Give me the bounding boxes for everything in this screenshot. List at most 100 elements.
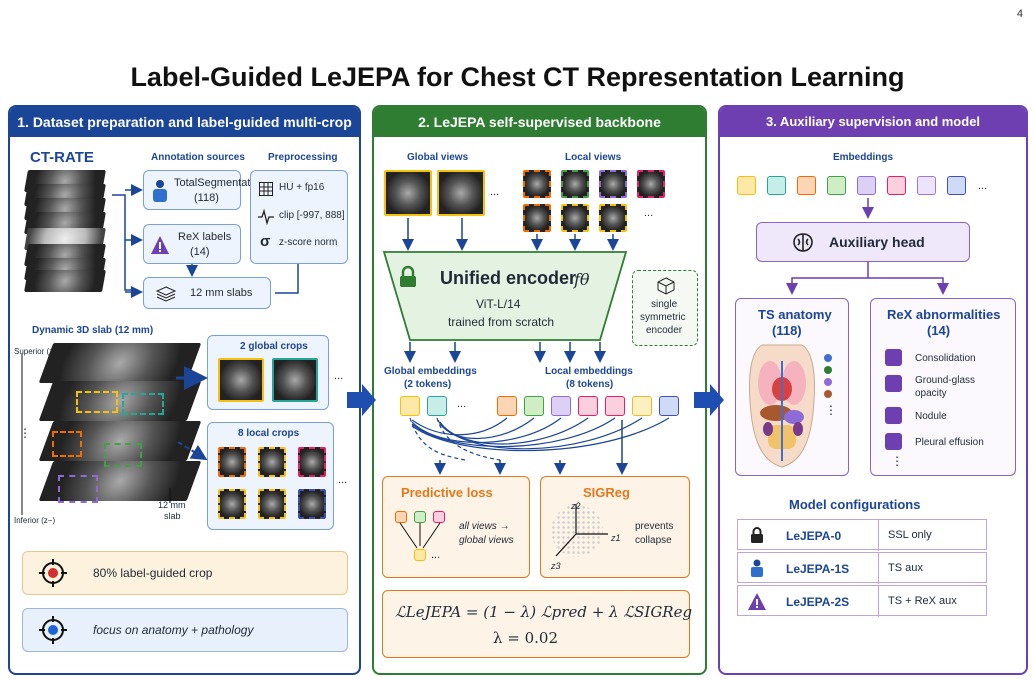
anatomy-dot-1 bbox=[824, 354, 832, 362]
local-views-grid bbox=[523, 170, 673, 232]
layers-icon bbox=[155, 286, 177, 302]
lungs-icon bbox=[885, 349, 902, 366]
loss-formula-box: ℒLeJEPA = (1 − λ) ℒpred + λ ℒSIGReg λ = … bbox=[382, 590, 692, 658]
abn-ground-glass: Ground-glass bbox=[915, 375, 976, 386]
embedding-tokens-row bbox=[400, 396, 690, 418]
figure-title: Label-Guided LeJEPA for Chest CT Represe… bbox=[130, 62, 905, 92]
axis-z3: z3 bbox=[551, 561, 561, 571]
prevents-text: prevents bbox=[635, 521, 674, 532]
crosshair-icon bbox=[39, 559, 67, 587]
note-encoder: encoder bbox=[646, 325, 683, 336]
abn-nodule: Nodule bbox=[915, 411, 947, 422]
slab-length-label: 12 mm bbox=[158, 500, 186, 510]
encoder-title: Unified encoder bbox=[440, 268, 577, 288]
local-embeddings-label: Local embeddings bbox=[545, 366, 633, 377]
config-row-0: LeJEPA-0 SSL only bbox=[737, 519, 987, 551]
panel-3-header: 3. Auxiliary supervision and model confi… bbox=[720, 107, 1026, 159]
guided-crop-orange bbox=[52, 431, 82, 457]
note-symmetric: symmetric bbox=[640, 312, 686, 323]
slabs-label: 12 mm slabs bbox=[190, 287, 253, 299]
abn-vdots: ⋮ bbox=[891, 454, 903, 468]
inferior-label: Inferior (z−) bbox=[14, 516, 56, 525]
rex-labels-box: ReX labels (14) bbox=[143, 224, 241, 264]
rex-abnormalities-box: ReX abnormalities (14) Consolidation Gro… bbox=[870, 298, 1016, 476]
predictive-loss-box: Predictive loss ... all views → global v… bbox=[382, 476, 530, 578]
config-name-0: LeJEPA-0 bbox=[786, 529, 842, 543]
embedding-tokens-panel3 bbox=[737, 176, 977, 196]
person-icon bbox=[153, 180, 167, 202]
anatomy-torso-illustration bbox=[749, 344, 815, 468]
config-row-2: LeJEPA-2S TS + ReX aux bbox=[737, 585, 987, 617]
slab-word-label: slab bbox=[164, 511, 181, 521]
guided-crop-teal bbox=[122, 393, 164, 415]
model-config-table: LeJEPA-0 SSL only LeJEPA-1S TS aux LeJEP… bbox=[737, 519, 989, 617]
global-crops-ellipsis: ... bbox=[334, 370, 344, 382]
panel-lejepa-backbone: 2. LeJEPA self-supervised backbone bbox=[372, 105, 707, 675]
page-number: 4 bbox=[1016, 8, 1023, 20]
lungs-icon bbox=[885, 433, 902, 450]
local-views-label: Local views bbox=[565, 152, 622, 163]
panel-auxiliary-supervision: 3. Auxiliary supervision and model confi… bbox=[718, 105, 1028, 675]
totalsegmentator-label: TotalSegmentator bbox=[174, 177, 261, 189]
panel-1-header: 1. Dataset preparation and label-guided … bbox=[10, 107, 359, 137]
focus-box: focus on anatomy + pathology bbox=[22, 608, 348, 652]
config-desc-2: TS + ReX aux bbox=[888, 595, 957, 607]
lungs-icon bbox=[885, 375, 902, 392]
label-guided-crop-box: 80% label-guided crop bbox=[22, 551, 348, 595]
sigreg-box: SIGReg z2 z1 z3 prevents collapse bbox=[540, 476, 690, 578]
axis-z1: z1 bbox=[611, 533, 621, 543]
crosshair-icon bbox=[39, 616, 67, 644]
config-name-1: LeJEPA-1S bbox=[786, 562, 850, 576]
ts-anatomy-title: TS anatomy bbox=[758, 307, 832, 322]
lambda-value: λ = 0.02 bbox=[493, 629, 559, 647]
config-desc-1: TS aux bbox=[888, 562, 923, 574]
pred-ellipsis: ... bbox=[431, 549, 441, 561]
encoder-symbol: fθ bbox=[574, 270, 590, 289]
ts-anatomy-box: TS anatomy (118) ⋮ bbox=[735, 298, 849, 476]
model-configurations-title: Model configurations bbox=[789, 497, 921, 512]
local-tokens-label: (8 tokens) bbox=[566, 379, 614, 390]
panel-dataset-preparation: 1. Dataset preparation and label-guided … bbox=[8, 105, 361, 675]
dataset-name: CT-RATE bbox=[30, 149, 94, 166]
encoder-training: trained from scratch bbox=[448, 315, 555, 329]
guided-crop-green bbox=[104, 443, 142, 467]
auxiliary-head-box: Auxiliary head bbox=[756, 222, 970, 262]
rex-abnormalities-title: ReX abnormalities bbox=[887, 307, 1001, 322]
sigreg-title: SIGReg bbox=[583, 485, 630, 500]
global-view-2 bbox=[437, 170, 485, 216]
embeddings-label: Embeddings bbox=[833, 152, 894, 163]
to-global-text: global views bbox=[459, 535, 514, 546]
local-crops-ellipsis: ... bbox=[338, 474, 348, 486]
dynamic-slab-label: Dynamic 3D slab (12 mm) bbox=[32, 325, 154, 336]
global-view-1 bbox=[384, 170, 432, 216]
local-views-ellipsis: ... bbox=[644, 207, 654, 219]
grid-icon bbox=[259, 182, 273, 196]
abn-consolidation: Consolidation bbox=[915, 353, 976, 364]
guided-crop-purple bbox=[58, 475, 98, 503]
global-embeddings-label: Global embeddings bbox=[384, 366, 477, 377]
warning-icon bbox=[748, 593, 766, 610]
global-crops-label: 2 global crops bbox=[240, 341, 308, 352]
config-desc-0: SSL only bbox=[888, 529, 932, 541]
global-tokens-ellipsis: ... bbox=[457, 398, 467, 410]
global-tokens-label: (2 tokens) bbox=[404, 379, 452, 390]
warning-icon bbox=[151, 236, 169, 254]
shared-encoder-note: single symmetric encoder bbox=[632, 270, 698, 346]
slabs-box: 12 mm slabs bbox=[143, 277, 271, 309]
global-views-ellipsis: ... bbox=[490, 186, 500, 198]
all-views-text: all views → bbox=[459, 521, 510, 532]
abn-pleural-effusion: Pleural effusion bbox=[915, 437, 984, 448]
local-crops-label: 8 local crops bbox=[238, 428, 300, 439]
encoder-arch: ViT-L/14 bbox=[476, 297, 521, 311]
auxiliary-head-label: Auxiliary head bbox=[829, 234, 925, 250]
label-guided-crop-text: 80% label-guided crop bbox=[93, 566, 213, 580]
waveform-icon bbox=[258, 208, 274, 226]
rex-abnormalities-count: (14) bbox=[927, 323, 951, 338]
config-name-2: LeJEPA-2S bbox=[786, 595, 850, 609]
sigma-symbol: σ bbox=[260, 233, 271, 250]
dynamic-3d-slab bbox=[36, 343, 202, 523]
superior-label: Superior (z+) bbox=[14, 347, 61, 356]
person-icon bbox=[751, 559, 763, 577]
